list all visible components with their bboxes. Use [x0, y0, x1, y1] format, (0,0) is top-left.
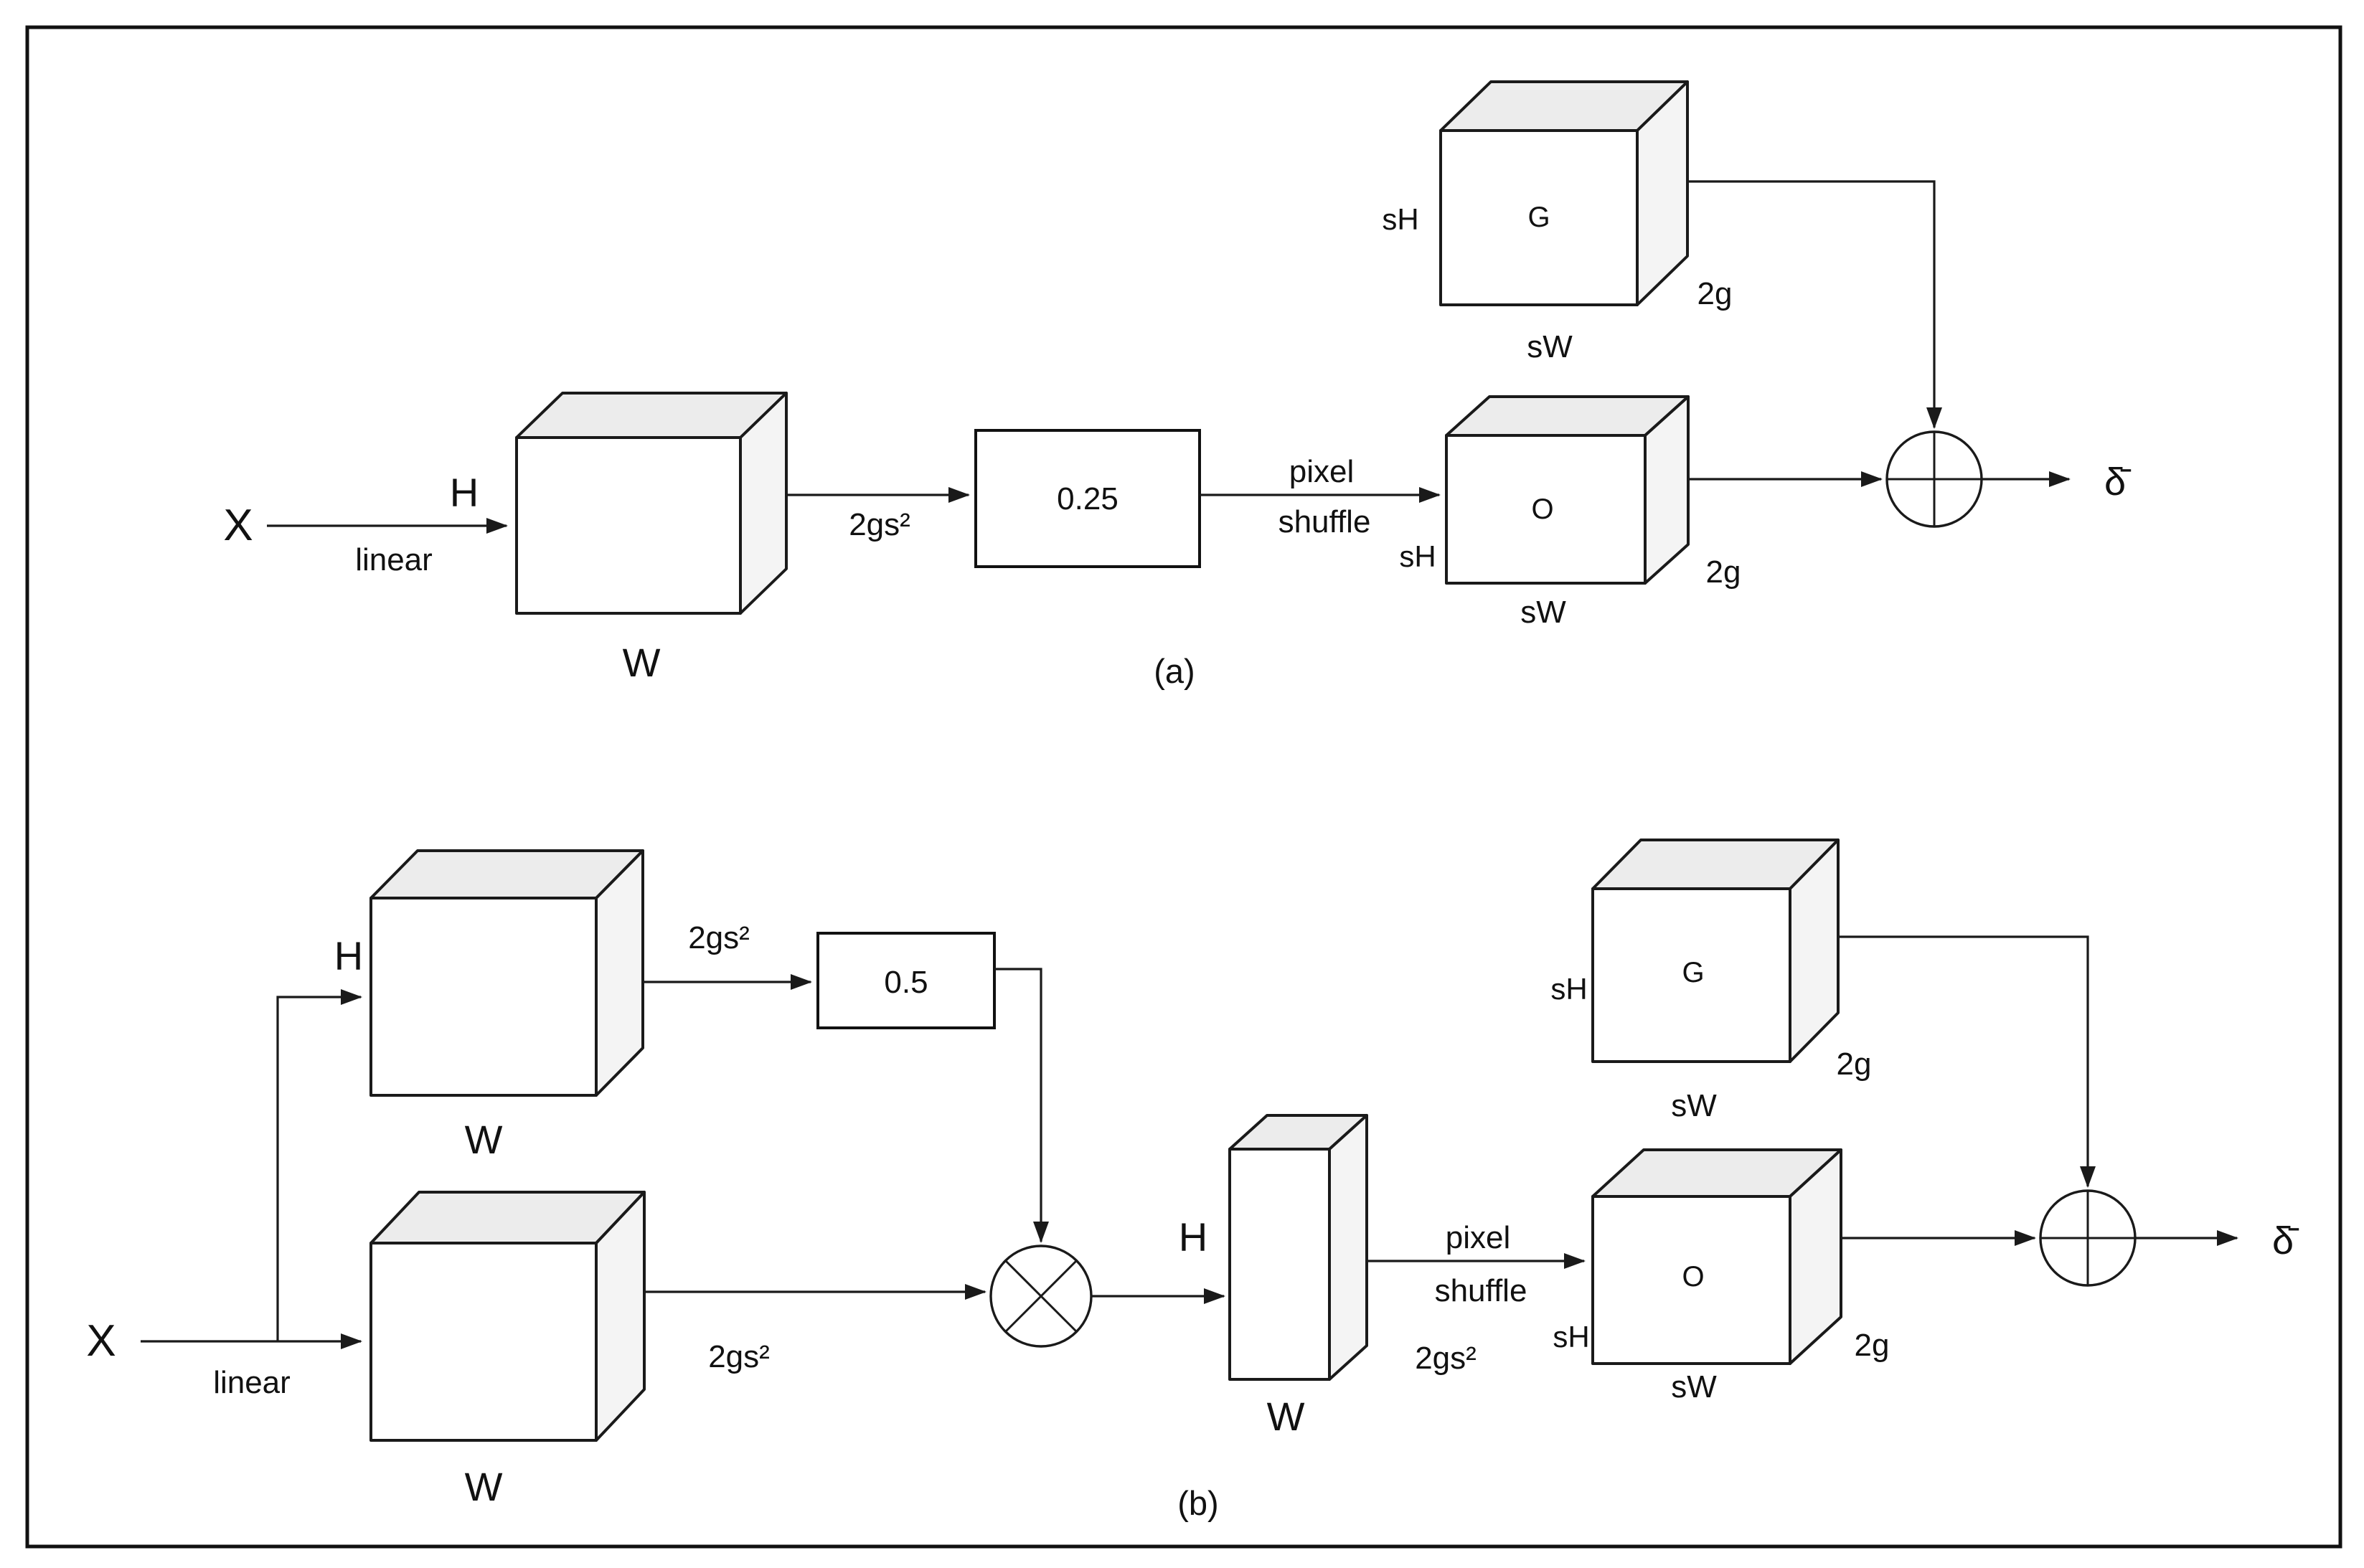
cube-front-face — [1591, 1195, 1791, 1365]
cube-front-face — [1228, 1148, 1331, 1381]
output-label-b: δ̄ — [2272, 1219, 2299, 1262]
cube-front-face — [515, 436, 742, 615]
scaled-width-label-offset-a: sW — [1520, 595, 1566, 630]
arrow-gate-to-add-a — [1687, 180, 1942, 429]
scaled-height-label-gate-a: sH — [1382, 202, 1418, 236]
feature-cube-a — [515, 392, 788, 615]
shuffle-label-a: shuffle — [1278, 504, 1371, 539]
pixel-label-a: pixel — [1289, 454, 1355, 489]
add-operator-b — [2039, 1189, 2137, 1287]
height-label-thin-feature-b: H — [1179, 1214, 1207, 1260]
arrow-gate-to-add-b — [1838, 935, 2096, 1188]
gate-cube-b — [1591, 839, 1840, 1063]
width-label-thin-feature-b: W — [1267, 1394, 1305, 1439]
caption-a: (a) — [1154, 652, 1195, 690]
scaled-height-label-offset-b: sH — [1553, 1320, 1589, 1354]
scaled-width-label-gate-b: sW — [1671, 1088, 1717, 1123]
linear-label-a: linear — [355, 542, 433, 577]
input-label-b: X — [86, 1316, 116, 1366]
top-feature-cube-b — [369, 849, 644, 1097]
arrow-branch-to-top-feature-b — [276, 989, 362, 1341]
gate-cube-a — [1439, 80, 1689, 306]
scale-box-a — [974, 429, 1201, 568]
bottom-feature-cube-b — [369, 1191, 646, 1442]
add-operator-a — [1885, 430, 1983, 528]
subfigure-b: X linear H W 2gs² 0.5 W 2gs² — [86, 839, 2299, 1522]
gate-symbol-a: G — [1527, 202, 1550, 233]
scaled-height-label-offset-a: sH — [1399, 539, 1436, 573]
figure-border — [25, 25, 2342, 1549]
groups-label-gate-a: 2g — [1697, 276, 1733, 311]
arrow-scale-to-multiply-b — [994, 968, 1049, 1243]
channels-label-bottom-b: 2gs² — [708, 1339, 770, 1374]
cube-side-face — [1328, 1114, 1368, 1381]
shuffle-label-b: shuffle — [1435, 1273, 1527, 1308]
linear-label-b: linear — [213, 1365, 291, 1400]
input-label-a: X — [223, 501, 253, 550]
width-label-top-feature-b: W — [465, 1117, 503, 1162]
offset-symbol-a: O — [1531, 493, 1553, 525]
channels-label-shuffle-b: 2gs² — [1415, 1341, 1477, 1376]
channels-label-a: 2gs² — [849, 507, 910, 542]
groups-label-gate-b: 2g — [1837, 1047, 1872, 1082]
scaled-width-label-gate-a: sW — [1527, 329, 1573, 364]
offset-symbol-b: O — [1682, 1261, 1704, 1293]
cube-front-face — [1439, 129, 1639, 306]
scale-value-b: 0.5 — [884, 965, 928, 1000]
height-label-top-feature-b: H — [334, 933, 363, 978]
gate-symbol-b: G — [1682, 957, 1704, 988]
width-label-bottom-feature-b: W — [465, 1464, 503, 1509]
scale-value-a: 0.25 — [1057, 481, 1119, 516]
groups-label-offset-b: 2g — [1855, 1328, 1890, 1363]
cube-front-face — [1591, 887, 1791, 1063]
height-label-feature-a: H — [450, 470, 479, 515]
groups-label-offset-a: 2g — [1706, 554, 1741, 590]
cube-front-face — [369, 1242, 598, 1442]
scale-box-b — [816, 932, 996, 1029]
caption-b: (b) — [1177, 1484, 1218, 1522]
cube-front-face — [1445, 434, 1647, 585]
cross-diagonal-2 — [1004, 1260, 1078, 1333]
width-label-feature-a: W — [623, 640, 661, 685]
subfigure-a: X H linear W 2gs² 0.25 pixel shuffle O s… — [223, 80, 2132, 690]
offset-cube-a — [1445, 395, 1690, 585]
scaled-width-label-offset-b: sW — [1671, 1369, 1717, 1404]
cube-front-face — [369, 897, 598, 1097]
channels-label-top-b: 2gs² — [688, 920, 750, 955]
multiply-operator-b — [989, 1245, 1093, 1348]
scaled-height-label-gate-b: sH — [1550, 972, 1587, 1006]
offset-cube-b — [1591, 1148, 1842, 1365]
pixel-label-b: pixel — [1446, 1220, 1511, 1255]
output-label-a: δ̄ — [2104, 461, 2132, 504]
thin-feature-cube-b — [1228, 1114, 1368, 1381]
